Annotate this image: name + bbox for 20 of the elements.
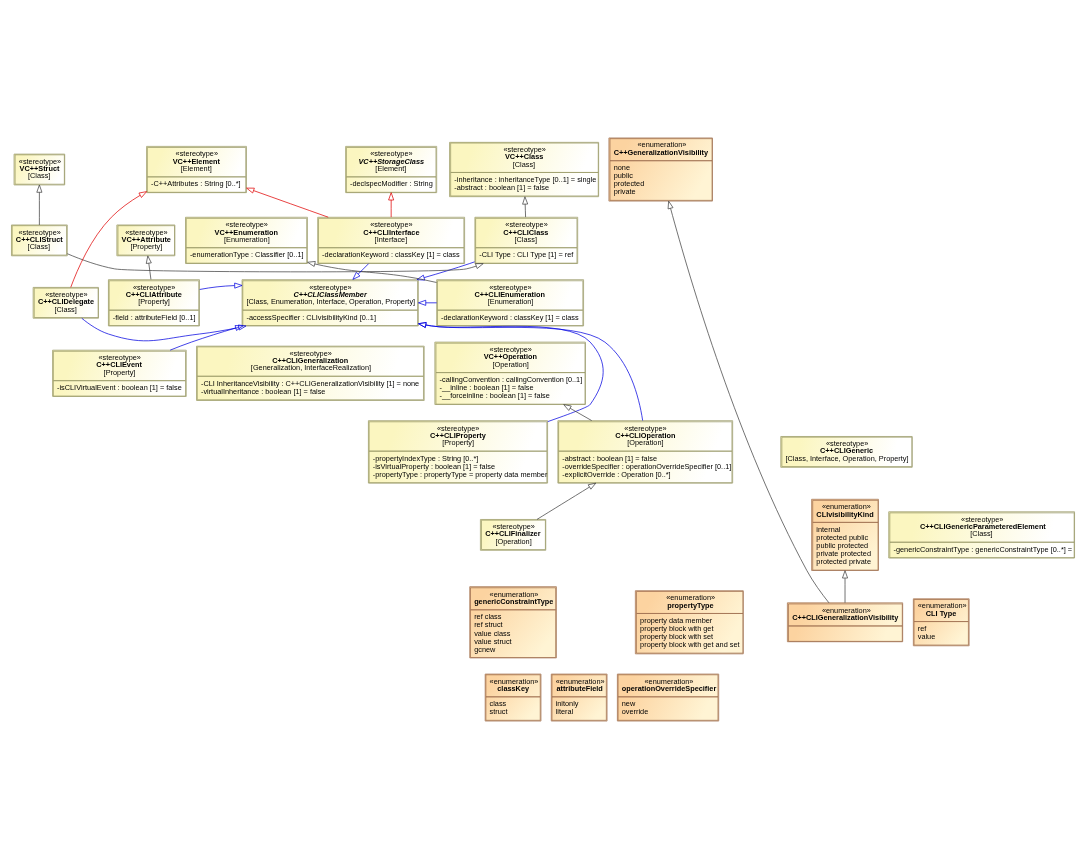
arrow <box>307 261 437 283</box>
arrow <box>418 299 438 306</box>
arrow <box>418 322 644 421</box>
arrow <box>169 325 244 351</box>
arrow <box>66 253 484 273</box>
arrow <box>246 187 329 218</box>
arrow <box>522 196 529 218</box>
arrow <box>667 200 830 604</box>
arrow <box>563 404 593 421</box>
arrow <box>418 322 604 422</box>
arrow <box>416 261 475 281</box>
arrow <box>199 282 243 290</box>
arrow <box>842 570 848 604</box>
arrow <box>70 191 147 288</box>
arrow <box>81 317 247 342</box>
arrow <box>388 192 395 218</box>
arrow <box>145 255 152 280</box>
arrow <box>352 263 369 280</box>
arrow <box>536 482 597 520</box>
arrow <box>36 184 43 226</box>
